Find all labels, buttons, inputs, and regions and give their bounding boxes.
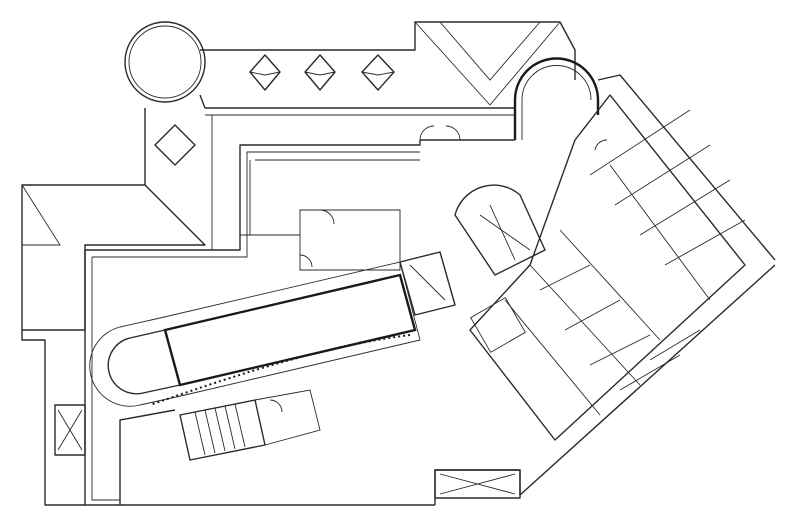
cloister-seats	[249, 151, 420, 235]
pyramid-roofs	[154, 54, 395, 166]
apse-tower-north	[513, 57, 600, 140]
chapel-tower	[399, 251, 456, 316]
spiral-stair-tower	[454, 184, 546, 276]
cell-block	[469, 94, 746, 441]
outer-perimeter	[21, 74, 776, 506]
round-tower-top-left	[124, 21, 206, 103]
chapel-nave	[89, 261, 421, 407]
south-stair	[179, 389, 321, 461]
processional-path	[149, 334, 411, 406]
doors	[269, 125, 608, 413]
sacristy	[240, 209, 401, 271]
north-wing	[199, 21, 576, 116]
entry-vestibule	[434, 469, 521, 499]
lift-southwest	[54, 404, 86, 456]
west-wing	[21, 108, 213, 331]
